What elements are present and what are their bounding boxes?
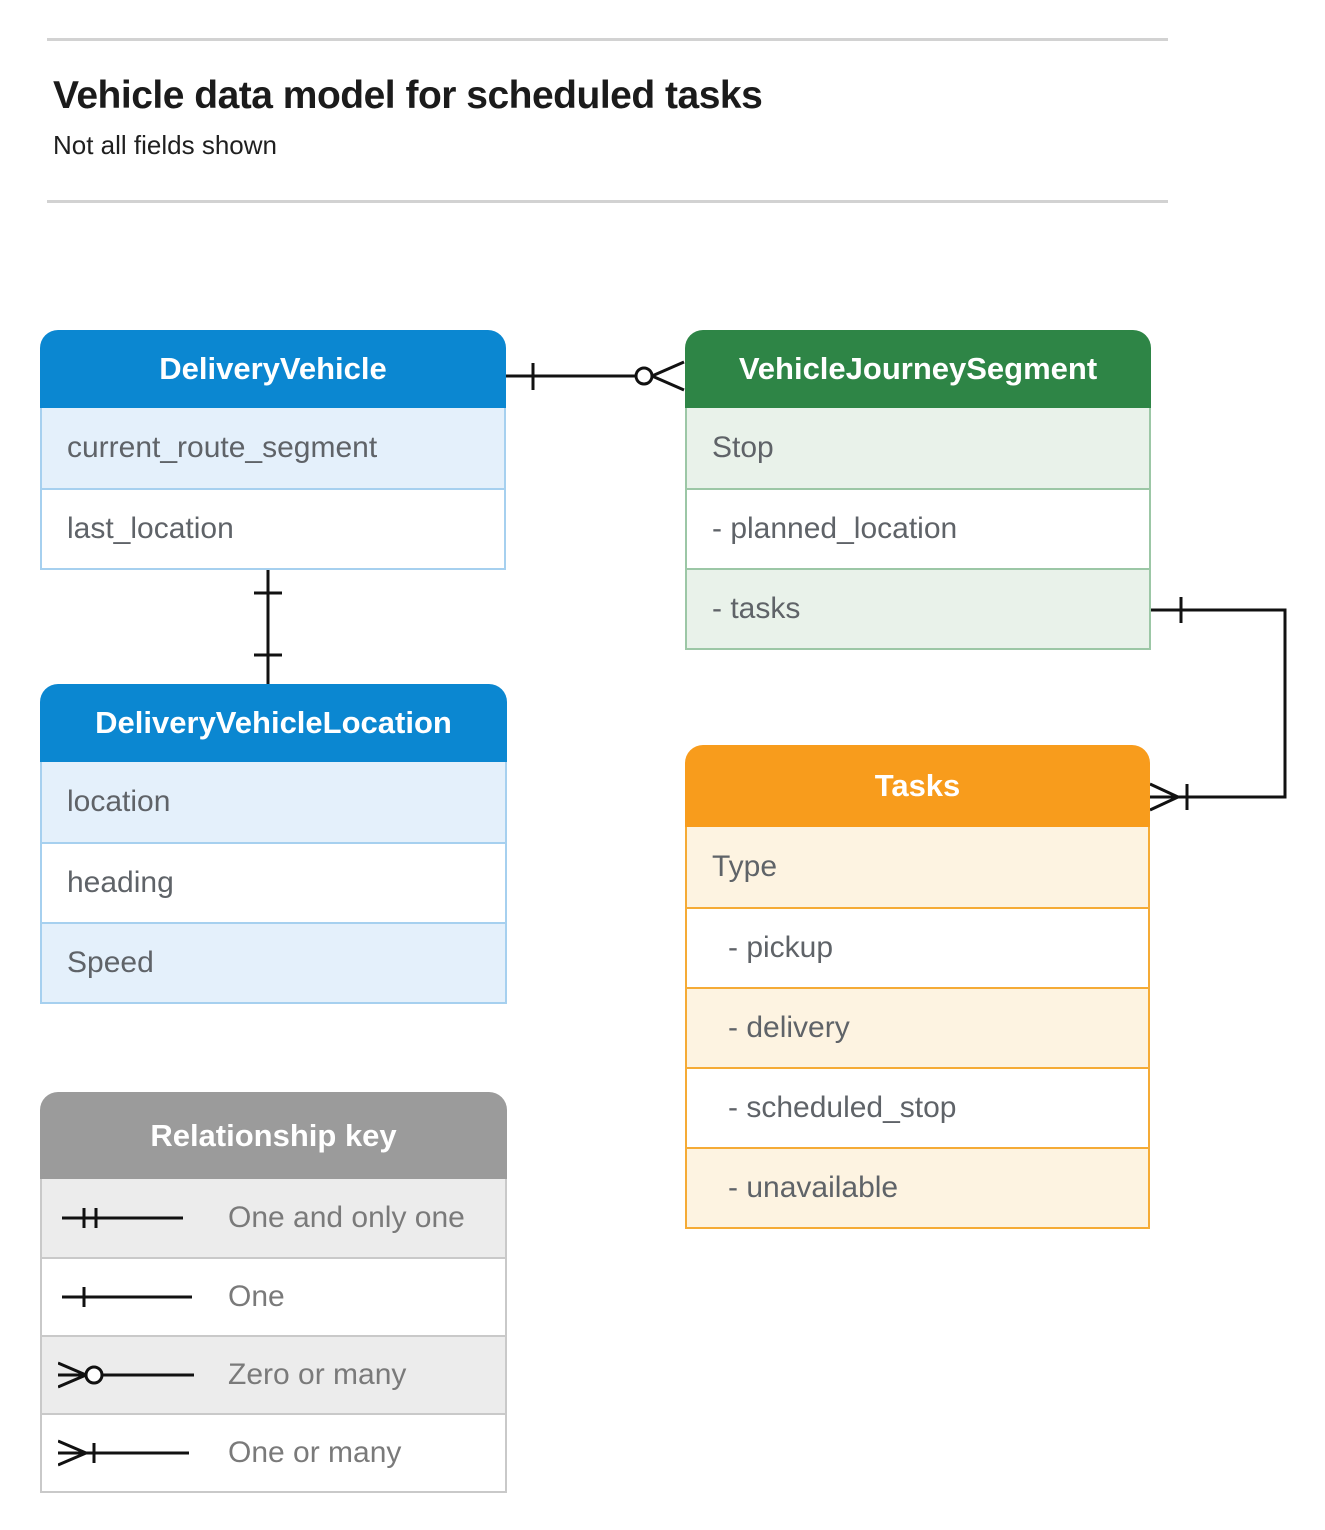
entity-tasks-title: Tasks	[685, 745, 1150, 827]
relationship-key-title: Relationship key	[40, 1092, 507, 1179]
field-heading: heading	[42, 842, 505, 922]
page-title: Vehicle data model for scheduled tasks	[53, 74, 763, 117]
connector-vehiclejourneysegment-tasks	[1149, 597, 1287, 812]
entity-delivery-vehicle-title: DeliveryVehicle	[40, 330, 506, 408]
entity-delivery-vehicle: DeliveryVehicle current_route_segment la…	[40, 330, 506, 570]
entity-vehicle-journey-segment-title: VehicleJourneySegment	[685, 330, 1151, 408]
field-delivery: - delivery	[687, 987, 1148, 1067]
field-unavailable: - unavailable	[687, 1147, 1148, 1227]
entity-delivery-vehicle-location: DeliveryVehicleLocation location heading…	[40, 684, 507, 1004]
one-and-only-one-icon	[62, 1208, 183, 1228]
legend-label-one-or-many: One or many	[228, 1436, 402, 1469]
entity-delivery-vehicle-fields: current_route_segment last_location	[40, 408, 506, 570]
bottom-divider	[47, 200, 1168, 203]
field-speed: Speed	[42, 922, 505, 1002]
connector-deliveryvehicle-vehiclejourneysegment	[506, 360, 685, 392]
connector-deliveryvehicle-deliveryvehiclelocation	[254, 568, 282, 684]
page-subtitle: Not all fields shown	[53, 130, 277, 160]
relationship-key: Relationship key One and only one One	[40, 1092, 507, 1493]
legend-label-one-and-only-one: One and only one	[228, 1201, 465, 1234]
field-location: location	[42, 762, 505, 842]
top-divider	[47, 38, 1168, 41]
zero-or-many-icon	[58, 1361, 194, 1389]
entity-tasks-fields: Type - pickup - delivery - scheduled_sto…	[685, 827, 1150, 1229]
field-pickup: - pickup	[687, 907, 1148, 987]
one-icon	[62, 1287, 192, 1307]
entity-delivery-vehicle-location-title: DeliveryVehicleLocation	[40, 684, 507, 762]
entity-delivery-vehicle-location-fields: location heading Speed	[40, 762, 507, 1004]
legend-row-one-and-only-one: One and only one	[42, 1179, 505, 1257]
field-last-location: last_location	[42, 488, 504, 568]
legend-row-one-or-many: One or many	[42, 1413, 505, 1491]
entity-vehicle-journey-segment-fields: Stop - planned_location - tasks	[685, 408, 1151, 650]
entity-vehicle-journey-segment: VehicleJourneySegment Stop - planned_loc…	[685, 330, 1151, 650]
legend-row-zero-or-many: Zero or many	[42, 1335, 505, 1413]
field-stop: Stop	[687, 408, 1149, 488]
field-current-route-segment: current_route_segment	[42, 408, 504, 488]
one-or-many-icon	[58, 1439, 189, 1467]
legend-label-zero-or-many: Zero or many	[228, 1358, 407, 1391]
entity-tasks: Tasks Type - pickup - delivery - schedul…	[685, 745, 1150, 1229]
relationship-key-rows: One and only one One Zero or many	[40, 1179, 507, 1493]
field-tasks: - tasks	[687, 568, 1149, 648]
legend-row-one: One	[42, 1257, 505, 1335]
legend-label-one: One	[228, 1280, 285, 1313]
field-type: Type	[687, 827, 1148, 907]
field-scheduled-stop: - scheduled_stop	[687, 1067, 1148, 1147]
field-planned-location: - planned_location	[687, 488, 1149, 568]
